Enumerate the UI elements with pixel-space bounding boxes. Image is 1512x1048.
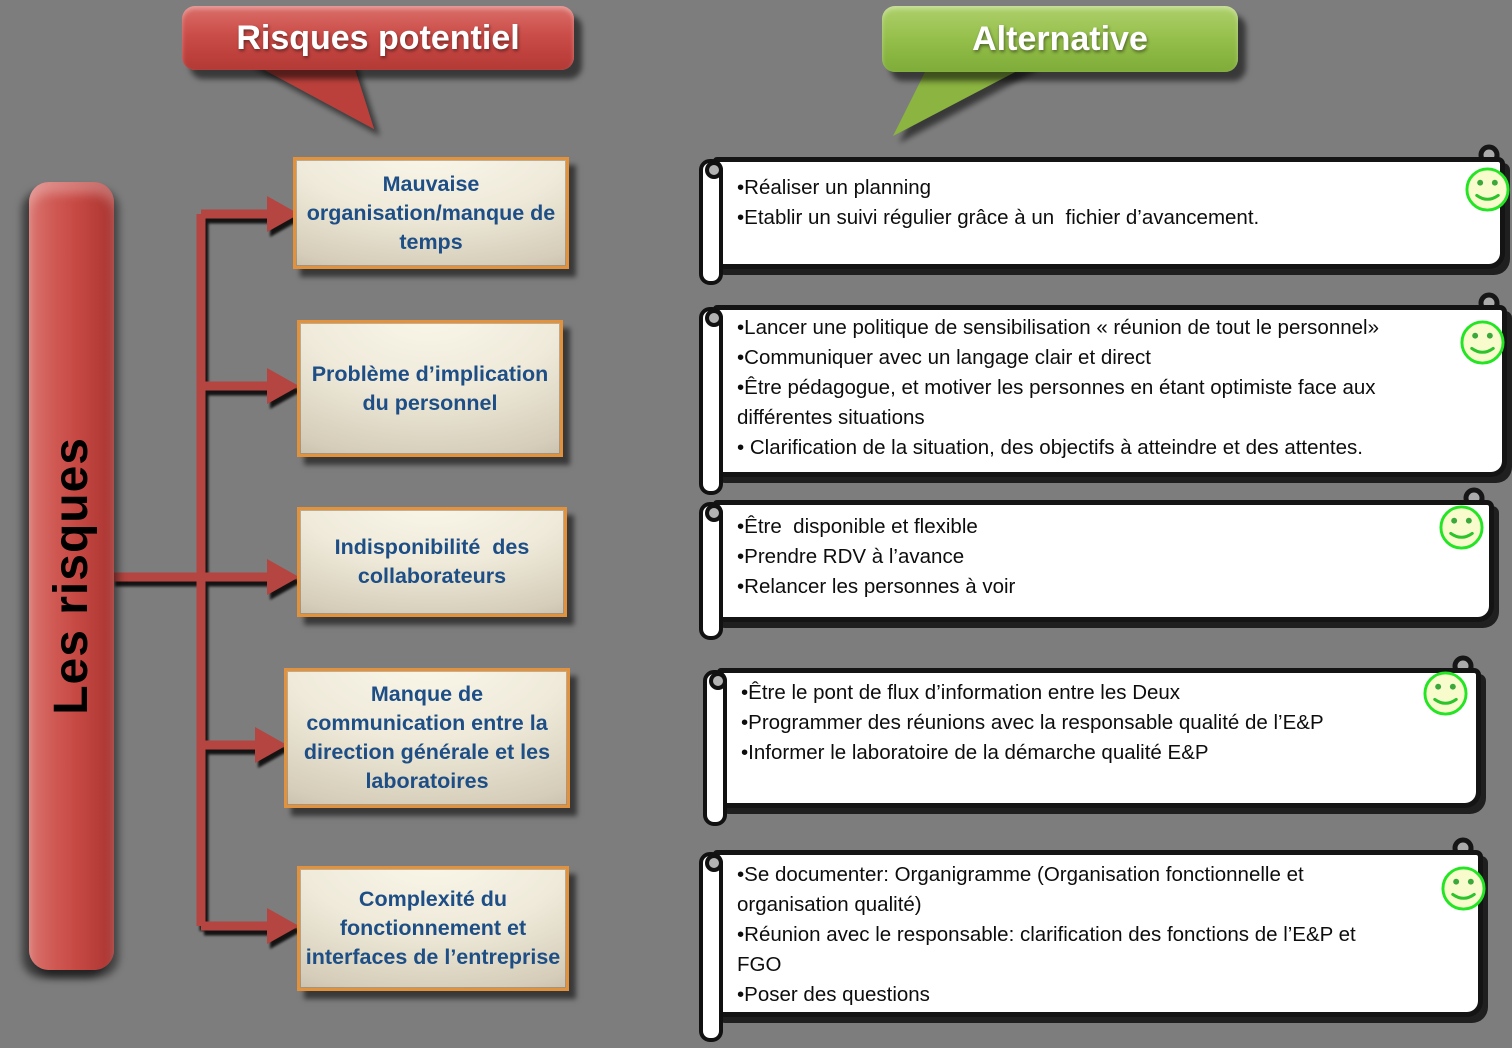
alternative-item: •Communiquer avec un langage clair et di… [737,346,1151,369]
scroll-paper [717,668,1481,808]
risks-bubble-tail [246,60,374,129]
risk-box-3: Indisponibilité des collaborateurs [297,507,567,617]
scroll-roll-curl-icon [705,309,723,327]
alternative-item: •Poser des questions [737,983,930,1006]
scroll-roll-curl-icon [705,854,723,872]
scroll-left-roll [699,502,723,640]
alternative-item: •Réunion avec le responsable: clarificat… [737,923,1356,976]
alternative-item: •Réaliser un planning [737,176,932,199]
arrow-lines [112,209,270,931]
arrow-heads [255,196,299,944]
alternative-item: •Programmer des réunions avec la respons… [741,711,1324,734]
smiley-happy-icon [1465,167,1510,212]
risk-box-4-label: Manque de communication entre la directi… [303,682,551,793]
alternative-item: •Informer le laboratoire de la démarche … [741,741,1209,764]
smiley-happy-icon [1439,505,1484,550]
scroll-left-roll [703,670,727,826]
alternative-item: •Prendre RDV à l’avance [737,545,965,568]
scroll-paper [713,850,1483,1017]
risk-box-4: Manque de communication entre la directi… [284,668,570,808]
scroll-left-roll [699,307,723,495]
risk-box-3-label: Indisponibilité des collaborateurs [334,535,530,588]
alternative-item: •Être le pont de flux d’information entr… [741,681,1181,704]
alternative-item: •Relancer les personnes à voir [737,575,1016,598]
alternative-item: •Lancer une politique de sensibilisation… [737,316,1379,339]
scroll-roll-curl-icon [709,672,727,690]
alternatives-scroll-5: •Se documenter: Organigramme (Organisati… [699,837,1486,1042]
scroll-left-roll [699,852,723,1042]
risk-box-1: Mauvaise organisation/manque de temps [293,157,569,269]
alternatives-scroll-4: •Être le pont de flux d’information entr… [703,655,1481,826]
risk-box-2-label: Problème d’implication du personnel [311,361,549,415]
alternative-item: •Être pédagogue, et motiver les personne… [737,376,1376,429]
scroll-left-roll [699,159,723,285]
risks-bar: Les risques [29,182,114,970]
alternatives-scroll-2: •Lancer une politique de sensibilisation… [699,292,1507,497]
risk-box-5: Complexité du fonctionnement et interfac… [297,866,569,991]
smiley-happy-icon [1423,671,1468,716]
alternatives-scroll-1: •Réaliser un planning •Etablir un suivi … [699,144,1510,287]
alternative-bubble-tail [893,62,1034,136]
alternative-item: • Clarification de la situation, des obj… [737,436,1363,459]
alternative-item: •Être disponible et flexible [737,515,978,538]
smiley-happy-icon [1441,866,1486,911]
scroll-roll-curl-icon [705,504,723,522]
risk-box-5-label: Complexité du fonctionnement et interfac… [305,887,561,969]
risks-header-bubble: Risques potentiel [182,6,574,70]
scroll-roll-curl-icon [705,161,723,179]
alternative-item: •Se documenter: Organigramme (Organisati… [737,863,1304,916]
alternatives-header-label: Alternative [972,19,1148,58]
risk-box-2: Problème d’implication du personnel [297,320,563,457]
smiley-happy-icon [1460,320,1505,365]
alternatives-header-bubble: Alternative [882,6,1238,72]
risks-bar-label: Les risques [45,437,98,715]
scroll-paper [713,500,1494,622]
alternatives-scroll-3: •Être disponible et flexible •Prendre RD… [699,487,1494,642]
scroll-paper [713,305,1507,477]
risks-header-label: Risques potentiel [236,18,520,57]
risk-box-1-label: Mauvaise organisation/manque de temps [306,171,556,254]
alternative-item: •Etablir un suivi régulier grâce à un fi… [737,206,1260,229]
